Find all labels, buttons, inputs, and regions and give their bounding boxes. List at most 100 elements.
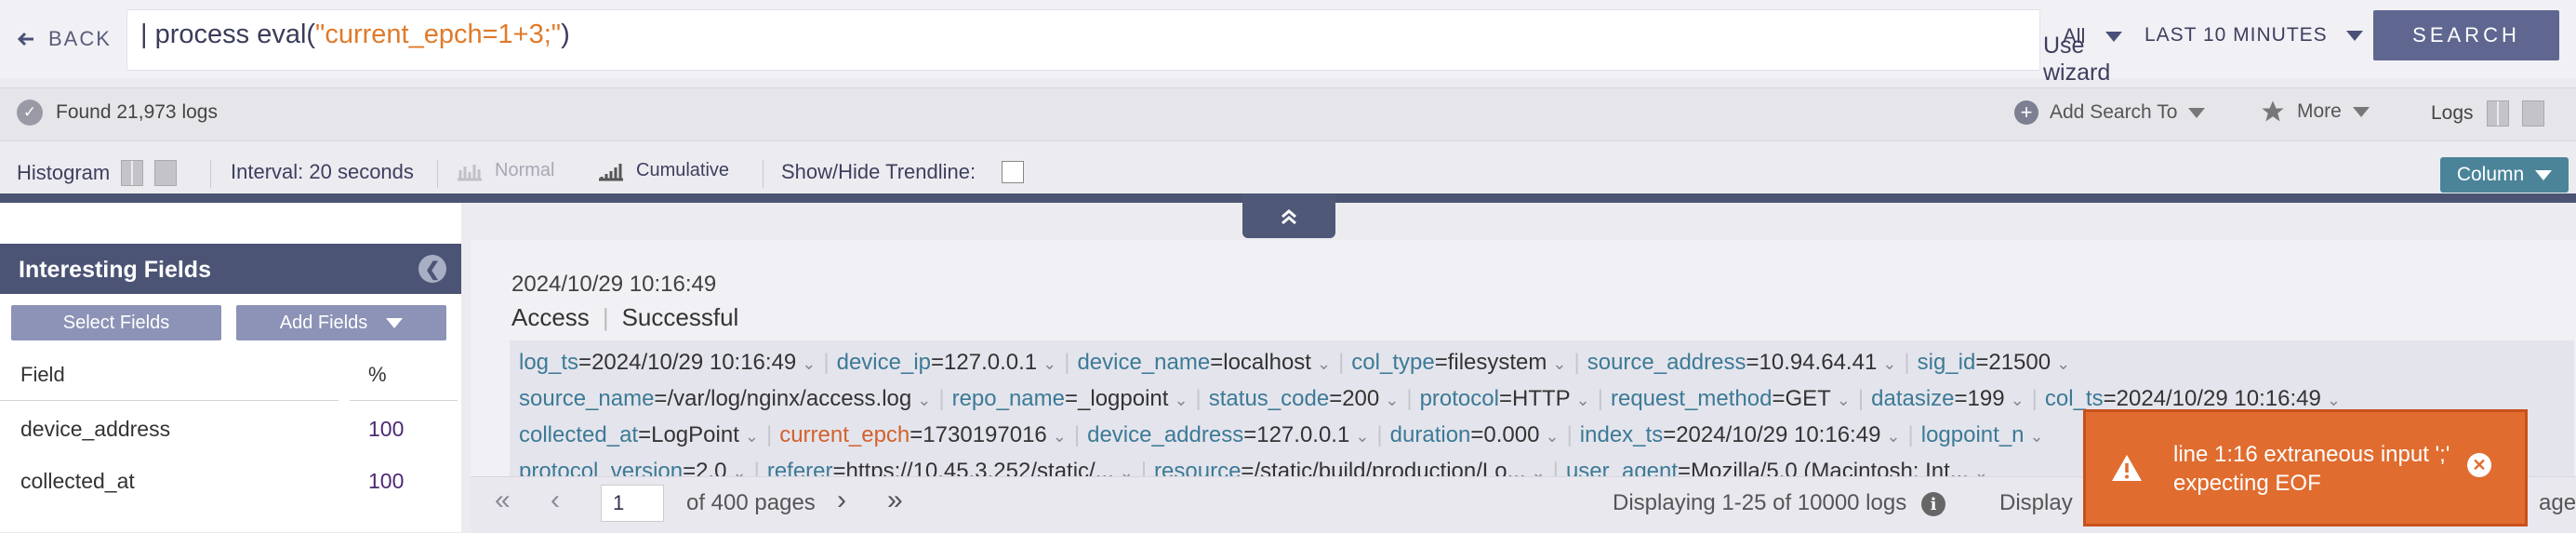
log-field-chip[interactable]: |index_ts=2024/10/29 10:16:49⌄	[1567, 422, 1908, 447]
chevron-down-icon[interactable]: ⌄	[1042, 354, 1057, 373]
log-field-chip[interactable]: collected_at=LogPoint⌄	[519, 422, 766, 447]
chevron-down-icon[interactable]: ⌄	[1882, 354, 1897, 373]
chevron-down-icon[interactable]: ⌄	[1316, 354, 1332, 373]
chevron-down-icon[interactable]: ⌄	[1545, 427, 1560, 446]
log-status[interactable]: Successful	[621, 303, 739, 331]
log-field-chip[interactable]: |col_type=filesystem⌄	[1338, 350, 1573, 375]
field-key: current_epch	[779, 422, 910, 447]
field-chip-row: source_name=/var/log/nginx/access.log⌄|r…	[519, 386, 2348, 412]
chevron-left-icon[interactable]: ❮	[418, 255, 446, 283]
chevron-down-icon[interactable]: ⌄	[2029, 427, 2044, 446]
field-name: device_address	[20, 417, 171, 441]
field-value: 1730197016	[923, 422, 1047, 447]
normal-label: Normal	[495, 160, 555, 180]
field-value: filesystem	[1447, 350, 1547, 375]
log-category[interactable]: Access	[511, 303, 590, 331]
log-field-chip[interactable]: |datasize=199⌄	[1858, 386, 2032, 411]
collapse-histogram-button[interactable]	[1242, 193, 1335, 238]
log-field-chip[interactable]: |device_ip=127.0.0.1⌄	[823, 350, 1064, 375]
field-column-header[interactable]: Field	[20, 363, 65, 386]
time-range-label: LAST 10 MINUTES	[2144, 24, 2328, 46]
divider	[210, 160, 211, 188]
field-value: 2024/10/29 10:16:49	[591, 350, 797, 375]
use-wizard-link[interactable]: Use wizard	[2043, 33, 2111, 86]
log-field-chip[interactable]: |protocol=HTTP⌄	[1406, 386, 1597, 411]
log-field-chip[interactable]: |repo_name=_logpoint⌄	[938, 386, 1195, 411]
query-input[interactable]: | process eval("current_epch=1+3;") Use …	[126, 9, 2110, 86]
results-toolbar: ✓ Found 21,973 logs + Add Search To More…	[0, 87, 2576, 141]
chevron-down-icon[interactable]: ⌄	[744, 427, 759, 446]
trendline-checkbox[interactable]	[1002, 161, 1025, 183]
equals-sign: =	[1434, 350, 1448, 375]
field-key: status_code	[1208, 386, 1330, 411]
back-label: BACK	[48, 27, 112, 50]
field-value: LogPoint	[651, 422, 739, 447]
next-page-icon[interactable]: ›	[837, 485, 846, 515]
last-page-icon[interactable]: »	[887, 485, 903, 515]
chevron-down-icon[interactable]: ⌄	[1836, 391, 1851, 409]
more-dropdown[interactable]: More	[2260, 99, 2370, 125]
chevron-down-icon[interactable]: ⌄	[1174, 391, 1188, 409]
field-key: device_ip	[836, 350, 932, 375]
caret-down-icon	[2105, 31, 2123, 42]
page-number-input[interactable]: 1	[601, 485, 664, 522]
caret-down-icon	[2345, 30, 2363, 41]
back-button[interactable]: BACK	[17, 22, 112, 56]
prev-page-icon[interactable]: ‹	[551, 485, 560, 515]
log-field-chip[interactable]: |status_code=200⌄	[1196, 386, 1407, 411]
field-row[interactable]: collected_at 100	[20, 469, 458, 494]
chevron-down-icon[interactable]: ⌄	[1385, 391, 1400, 409]
chevron-down-icon[interactable]: ⌄	[1575, 391, 1590, 409]
chevron-down-icon[interactable]: ⌄	[2326, 391, 2341, 409]
log-field-chip[interactable]: source_name=/var/log/nginx/access.log⌄	[519, 386, 938, 411]
log-field-chip[interactable]: |request_method=GET⌄	[1598, 386, 1858, 411]
chevron-down-icon[interactable]: ⌄	[1552, 354, 1567, 373]
scope-dropdown[interactable]: All	[2063, 24, 2123, 48]
separator: |	[2031, 386, 2038, 411]
cumulative-label: Cumulative	[636, 160, 730, 180]
chevron-down-icon[interactable]: ⌄	[917, 391, 932, 409]
split-view-icon[interactable]	[121, 160, 144, 186]
interval-label[interactable]: Interval: 20 seconds	[231, 160, 414, 183]
log-field-chip[interactable]: |col_ts=2024/10/29 10:16:49⌄	[2032, 386, 2348, 411]
time-range-dropdown[interactable]: LAST 10 MINUTES	[2144, 24, 2363, 47]
search-button[interactable]: SEARCH	[2373, 10, 2559, 60]
single-view-icon[interactable]	[154, 160, 178, 186]
close-icon[interactable]: ✕	[2467, 453, 2491, 477]
log-field-chip[interactable]: |logpoint_n⌄	[1908, 422, 2052, 447]
log-field-chip[interactable]: |device_address=127.0.0.1⌄	[1074, 422, 1377, 447]
separator: |	[1573, 350, 1580, 375]
log-field-chip[interactable]: |duration=0.000⌄	[1376, 422, 1566, 447]
equals-sign: =	[638, 422, 652, 447]
log-field-chip[interactable]: |source_address=10.94.64.41⌄	[1573, 350, 1904, 375]
chevron-down-icon[interactable]: ⌄	[1052, 427, 1067, 446]
chevron-down-icon[interactable]: ⌄	[2056, 354, 2071, 373]
chevron-down-icon[interactable]: ⌄	[1355, 427, 1370, 446]
field-key: sig_id	[1917, 350, 1976, 375]
field-key: device_name	[1077, 350, 1211, 375]
column-dropdown-button[interactable]: Column	[2440, 157, 2569, 193]
percent-column-header[interactable]: %	[368, 363, 387, 386]
add-search-to-dropdown[interactable]: + Add Search To	[2014, 100, 2206, 125]
interesting-fields-header: Interesting Fields ❮	[0, 244, 461, 294]
info-icon[interactable]: i	[1921, 492, 1945, 516]
log-field-chip[interactable]: |sig_id=21500⌄	[1904, 350, 2078, 375]
log-field-chip[interactable]: log_ts=2024/10/29 10:16:49⌄	[519, 350, 823, 375]
chevron-down-icon[interactable]: ⌄	[2010, 391, 2025, 409]
split-view-icon[interactable]	[2486, 100, 2509, 127]
log-field-chip[interactable]: |device_name=localhost⌄	[1064, 350, 1338, 375]
chevron-down-icon[interactable]: ⌄	[1886, 427, 1901, 446]
field-value: 127.0.0.1	[944, 350, 1038, 375]
log-timestamp: 2024/10/29 10:16:49	[511, 272, 717, 297]
single-view-icon[interactable]	[2521, 100, 2544, 127]
log-field-chip[interactable]: |current_epch=1730197016⌄	[766, 422, 1074, 447]
first-page-icon[interactable]: «	[495, 485, 511, 515]
query-text[interactable]: | process eval("current_epch=1+3;")	[140, 20, 570, 50]
normal-mode[interactable]: Normal	[456, 160, 554, 181]
field-chip-row: log_ts=2024/10/29 10:16:49⌄|device_ip=12…	[519, 350, 2078, 376]
chevron-down-icon[interactable]: ⌄	[802, 354, 817, 373]
add-fields-button[interactable]: Add Fields	[236, 305, 446, 340]
select-fields-button[interactable]: Select Fields	[11, 305, 221, 340]
cumulative-mode[interactable]: Cumulative	[597, 160, 729, 181]
field-row[interactable]: device_address 100	[20, 417, 458, 442]
